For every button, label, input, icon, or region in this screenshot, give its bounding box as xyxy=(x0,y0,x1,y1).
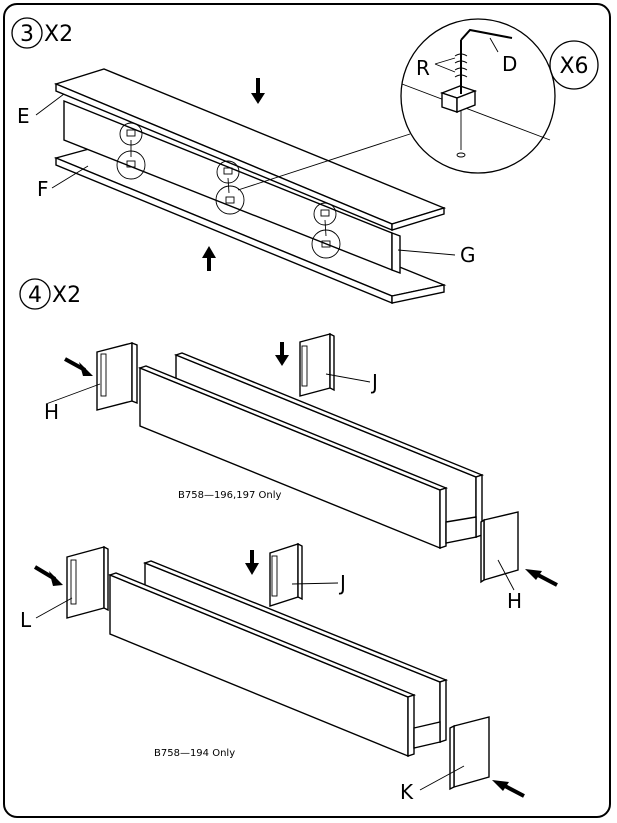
label-h-upper-left: H xyxy=(44,400,59,424)
arrow-h-upper-right xyxy=(525,569,558,587)
label-k: K xyxy=(400,780,414,804)
note-model-a: B758—196,197 Only xyxy=(178,490,281,501)
step-3-quantity: X2 xyxy=(44,22,73,47)
board-f xyxy=(53,145,447,305)
step-4-quantity: X2 xyxy=(52,283,81,308)
panel-g xyxy=(63,99,401,275)
step-3-number: 3 xyxy=(20,22,34,47)
label-f: F xyxy=(37,177,49,201)
label-d: D xyxy=(502,52,517,76)
label-j-upper: J xyxy=(370,370,378,394)
arrow-j-lower xyxy=(245,550,259,575)
detail-quantity-text: X6 xyxy=(559,54,588,79)
arrow-h-upper-left xyxy=(64,357,93,376)
assembly-lower xyxy=(66,542,490,791)
step-4-number: 4 xyxy=(28,283,42,308)
diagram-frame xyxy=(3,3,611,818)
arrow-l xyxy=(33,565,63,586)
label-h-upper-right: H xyxy=(507,589,522,613)
step-4-header: 4 X2 xyxy=(19,278,81,310)
label-e: E xyxy=(17,104,30,128)
note-model-b: B758—194 Only xyxy=(154,748,235,759)
assembly-upper xyxy=(96,332,519,584)
label-l: L xyxy=(20,608,32,632)
cam-fittings xyxy=(116,122,341,259)
step-3-header: 3 X2 xyxy=(11,17,73,49)
arrow-up-bottom xyxy=(202,246,216,271)
detail-magnifier xyxy=(400,18,556,174)
arrow-k xyxy=(492,780,525,798)
label-r: R xyxy=(416,56,430,80)
label-g: G xyxy=(460,243,476,267)
step-4-circle xyxy=(19,278,51,310)
arrow-j-upper xyxy=(275,342,289,366)
arrow-down-top xyxy=(251,78,265,104)
step-3-circle xyxy=(11,17,43,49)
board-e xyxy=(53,68,447,232)
detail-quantity: X6 xyxy=(549,40,599,90)
label-j-lower: J xyxy=(338,571,346,595)
